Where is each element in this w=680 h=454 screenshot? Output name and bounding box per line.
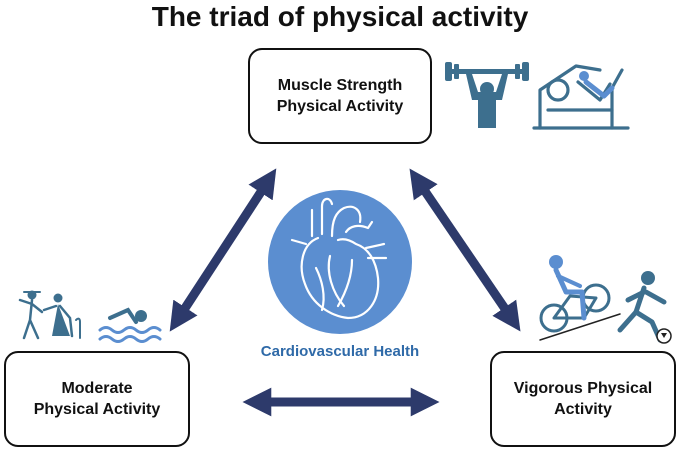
cyclist-icon xyxy=(539,255,621,341)
node-muscle-strength-line2: Physical Activity xyxy=(276,98,404,115)
node-vigorous: Vigorous Physical Activity xyxy=(490,351,676,447)
dancers-icon xyxy=(18,290,81,340)
heart-icon xyxy=(268,190,412,334)
soccer-player-icon xyxy=(617,271,672,344)
arrow-top-right xyxy=(409,168,521,332)
swimmer-icon xyxy=(98,307,162,343)
node-moderate-line1: Moderate xyxy=(61,380,133,397)
leg-press-icon xyxy=(532,64,630,130)
center-label: Cardiovascular Health xyxy=(260,343,420,360)
node-vigorous-line1: Vigorous Physical xyxy=(513,380,653,397)
diagram-title: The triad of physical activity xyxy=(151,1,529,32)
node-muscle-strength-line1: Muscle Strength xyxy=(277,77,403,94)
node-moderate: Moderate Physical Activity xyxy=(4,351,190,447)
node-muscle-strength: Muscle Strength Physical Activity xyxy=(248,48,432,144)
weightlifter-icon xyxy=(445,62,529,128)
arrow-top-left xyxy=(169,168,277,332)
node-moderate-line2: Physical Activity xyxy=(33,401,161,418)
node-vigorous-line2: Activity xyxy=(554,401,612,418)
